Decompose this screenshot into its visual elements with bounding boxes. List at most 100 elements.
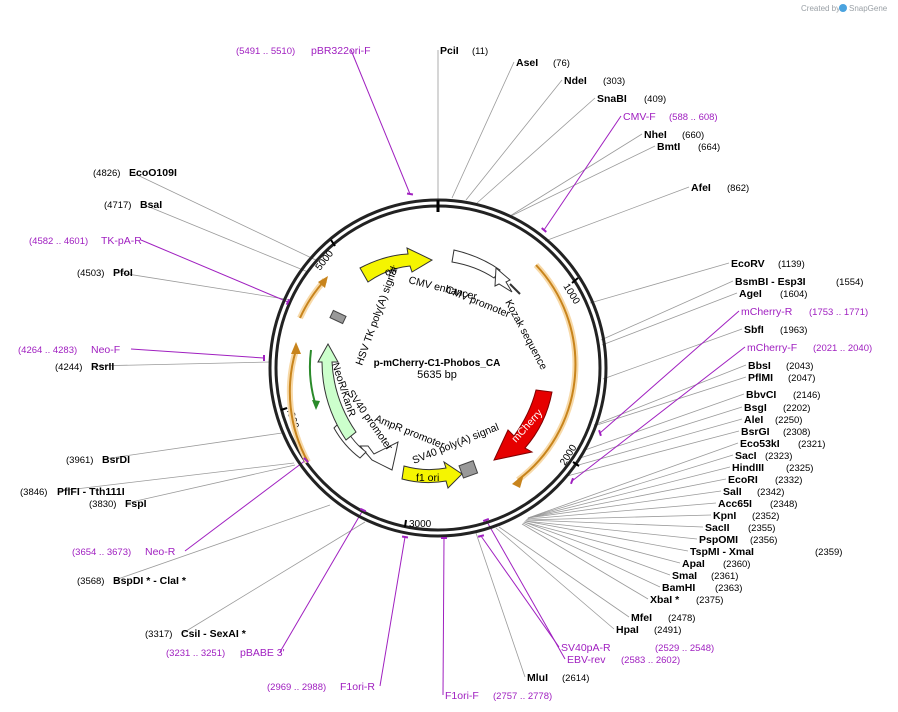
enzyme-pflmi-name[interactable]: PflMI [748,372,773,384]
primer-pbr322ori-f-name[interactable]: pBR322ori-F [311,45,371,57]
orf-arrowhead-mcherry [512,474,524,488]
leader-sbfi [602,328,743,380]
enzyme-ndei-pos: (303) [603,76,625,87]
leader-primer-cmv-f [543,115,622,231]
primer-tk-pa-r-name[interactable]: TK-pA-R [101,235,142,247]
primer-pbabe3-name[interactable]: pBABE 3' [240,647,285,659]
enzyme-xbai-name[interactable]: XbaI * [650,594,680,606]
leader-primer-sv40pa-r [480,535,560,648]
enzyme-snabi-name[interactable]: SnaBI [597,93,627,105]
enzyme-pspomi-name[interactable]: PspOMI [699,534,738,546]
enzyme-afei-name[interactable]: AfeI [691,182,711,194]
enzyme-sali-name[interactable]: SalI [723,486,742,498]
enzyme-bsrgi-name[interactable]: BsrGI [741,426,770,438]
enzyme-mfei-name[interactable]: MfeI [631,612,652,624]
enzyme-csii-name[interactable]: CsiI - SexAI * [181,628,247,640]
orf-arcs [286,262,579,488]
enzyme-smai-name[interactable]: SmaI [672,570,697,582]
enzyme-saci-name[interactable]: SacI [735,450,757,462]
snapgene-credit: Created by SnapGene [801,4,888,13]
primer-neo-r-name[interactable]: Neo-R [145,546,176,558]
enzyme-agei-name[interactable]: AgeI [739,288,762,300]
enzyme-pflfi-pos: (3846) [20,487,47,498]
enzyme-pspomi-pos: (2356) [750,535,777,546]
enzyme-kpni-name[interactable]: KpnI [713,510,736,522]
primer-f1ori-r-name[interactable]: F1ori-R [340,681,375,693]
leader-bsgi [579,406,743,459]
feature-hsv-tk-polya[interactable] [329,309,347,325]
enzyme-bmti-name[interactable]: BmtI [657,141,680,153]
enzyme-tspmi-name[interactable]: TspMI - XmaI [690,546,754,558]
enzyme-labels: PciI(11)AseI(76)NdeI(303)SnaBI(409)NheI(… [20,45,863,684]
enzyme-pfoi-name[interactable]: PfoI [113,267,133,279]
primer-neo-f-pos: (4264 .. 4283) [18,345,77,356]
leader-primer-mcherry-f [571,346,746,482]
feature-cmv-enhancer[interactable] [451,249,501,279]
primer-sv40pa-r-mark [477,534,485,538]
enzyme-bsmbi-name[interactable]: BsmBI - Esp3I [735,276,806,288]
enzyme-alei-pos: (2250) [775,415,802,426]
feature-f1-ori[interactable] [401,460,463,489]
enzyme-fspi-name[interactable]: FspI [125,498,147,510]
primer-mcherry-r-name[interactable]: mCherry-R [741,306,793,318]
enzyme-bsrdi-name[interactable]: BsrDI [102,454,130,466]
leader-ecoo109i [130,171,321,263]
enzyme-nhei-name[interactable]: NheI [644,129,667,141]
orf-arrowhead-neor [312,400,320,410]
enzyme-eco53ki-name[interactable]: Eco53kI [740,438,780,450]
enzyme-pcii-name[interactable]: PciI [440,45,459,57]
enzyme-apai-name[interactable]: ApaI [682,558,705,570]
primer-cmv-f-pos: (588 .. 608) [669,112,718,123]
tick-1000 [571,277,579,284]
primer-pbabe3-pos: (3231 .. 3251) [166,648,225,659]
feature-ori[interactable] [359,247,434,283]
enzyme-snabi-pos: (409) [644,94,666,105]
enzyme-mlui-name[interactable]: MluI [527,672,548,684]
enzyme-bsgi-pos: (2202) [783,403,810,414]
enzyme-asei-name[interactable]: AseI [516,57,538,69]
enzyme-ndei-name[interactable]: NdeI [564,75,587,87]
enzyme-alei-name[interactable]: AleI [744,414,763,426]
enzyme-mfei-pos: (2478) [668,613,695,624]
enzyme-bsgi-name[interactable]: BsgI [744,402,767,414]
enzyme-ecori-name[interactable]: EcoRI [728,474,758,486]
enzyme-bspdi-name[interactable]: BspDI * - ClaI * [113,575,187,587]
enzyme-rsrii-name[interactable]: RsrII [91,361,114,373]
enzyme-pflfi-name[interactable]: PflFI - Tth111I [57,486,125,498]
primer-sv40pa-r-name[interactable]: SV40pA-R [561,642,611,654]
enzyme-ecorv-name[interactable]: EcoRV [731,258,765,270]
primer-pbr322ori-f-mark [406,192,414,196]
enzyme-nhei-pos: (660) [682,130,704,141]
feature-neor-kanr[interactable] [317,342,357,441]
enzyme-sbfi-name[interactable]: SbfI [744,324,764,336]
feature-kozak[interactable] [509,283,521,295]
leader-bsai [141,203,309,273]
plasmid-length: 5635 bp [417,369,457,381]
leader-ecorv [589,262,730,304]
enzyme-bsai-name[interactable]: BsaI [140,199,162,211]
primer-cmv-f-name[interactable]: CMV-F [623,111,656,123]
enzyme-acc65i-name[interactable]: Acc65I [718,498,752,510]
primer-ebv-rev-pos: (2583 .. 2602) [621,655,680,666]
enzyme-ecoo109i-pos: (4826) [93,168,120,179]
feature-cmv-promoter[interactable] [494,266,513,293]
enzyme-ecoo109i-name[interactable]: EcoO109I [129,167,177,179]
leader-bsrgi [566,430,740,477]
enzyme-sacii-name[interactable]: SacII [705,522,730,534]
enzyme-bbvci-name[interactable]: BbvCI [746,389,776,401]
enzyme-bamhi-name[interactable]: BamHI [662,582,695,594]
enzyme-eco53ki-pos: (2321) [798,439,825,450]
primer-f1ori-f-name[interactable]: F1ori-F [445,690,479,702]
enzyme-hpai-name[interactable]: HpaI [616,624,639,636]
primer-neo-f-name[interactable]: Neo-F [91,344,120,356]
primer-labels: pBR322ori-F(5491 .. 5510)CMV-F(588 .. 60… [18,45,872,702]
leader-primer-neo-f [130,348,265,359]
leader-agei [601,292,738,346]
feature-sv40-polya[interactable] [458,460,479,479]
feature-ampr-promoter[interactable] [358,441,399,471]
primer-ebv-rev-name[interactable]: EBV-rev [567,654,606,666]
feature-mcherry[interactable] [493,389,553,461]
enzyme-hindiii-name[interactable]: HindIII [732,462,764,474]
primer-mcherry-f-name[interactable]: mCherry-F [747,342,797,354]
enzyme-bbsi-name[interactable]: BbsI [748,360,771,372]
